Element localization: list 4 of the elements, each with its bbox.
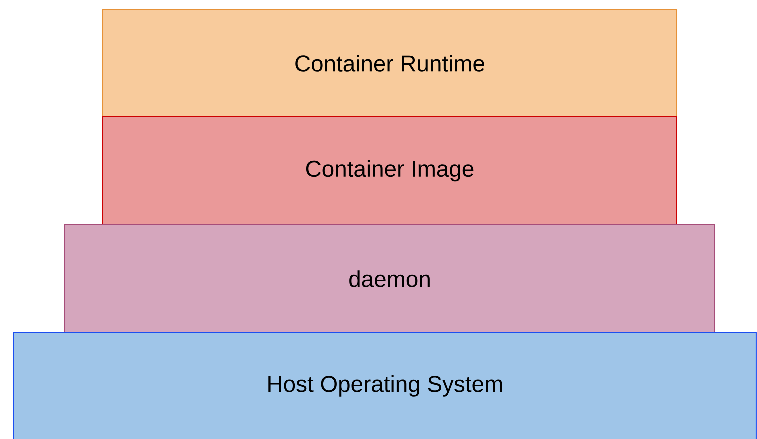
layer-box: Container Runtime: [102, 10, 678, 118]
layer-box: Host Operating System: [13, 332, 757, 439]
layer-box: daemon: [64, 224, 716, 334]
layer-box: Container Image: [102, 116, 678, 226]
